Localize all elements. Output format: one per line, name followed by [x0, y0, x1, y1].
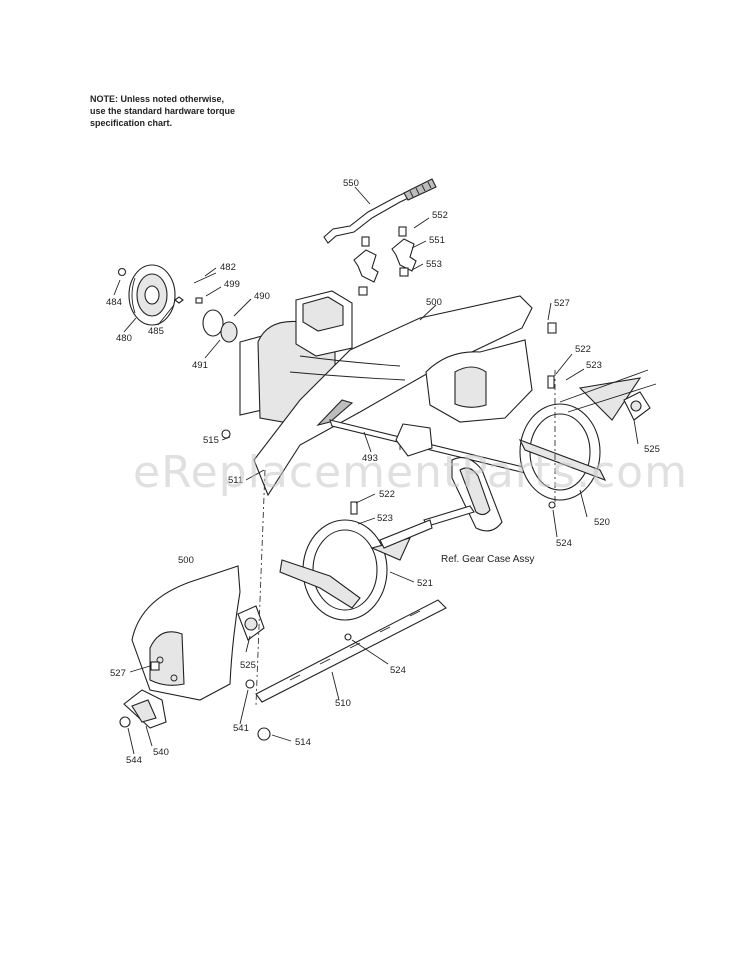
callout-527-top: 527: [554, 298, 570, 309]
washer-499: [195, 297, 203, 304]
callout-522-top: 522: [575, 344, 591, 355]
watermark: eReplacementParts.com: [133, 447, 688, 498]
nut-524-right: [548, 501, 556, 509]
bolt-527-left: [150, 661, 160, 671]
bolt-522-mid: [350, 501, 358, 515]
note-line-3: specification chart.: [90, 118, 173, 128]
shave-plate-510: [255, 599, 447, 703]
callout-525-left: 525: [240, 660, 256, 671]
callout-522-mid: 522: [379, 489, 395, 500]
callout-514: 514: [295, 737, 311, 748]
reference-gear-case-label: Ref. Gear Case Assy: [441, 554, 534, 565]
leader-lines: [113, 186, 639, 755]
callout-500-top: 500: [426, 297, 442, 308]
auger-right-520: [518, 369, 657, 501]
callout-511: 511: [228, 475, 243, 486]
housing-side-500-left: [131, 565, 241, 701]
callout-551: 551: [429, 235, 445, 246]
bolt-484: [117, 267, 127, 277]
nut-544: [119, 716, 131, 728]
callout-484: 484: [106, 297, 122, 308]
callout-491: 491: [192, 360, 208, 371]
auger-left-521: [279, 519, 433, 621]
nut-514: [257, 727, 271, 741]
callout-520: 520: [594, 517, 610, 528]
callout-515: 515: [203, 435, 219, 446]
callout-493: 493: [362, 453, 378, 464]
callout-527-left: 527: [110, 668, 126, 679]
callout-553: 553: [426, 259, 442, 270]
callout-550: 550: [343, 178, 359, 189]
callout-480: 480: [116, 333, 132, 344]
note-line-2: use the standard hardware torque: [90, 106, 236, 116]
skid-540: [123, 689, 167, 729]
nut-524-mid: [344, 633, 352, 641]
bearing-housing-525-left: [237, 605, 265, 641]
key-485: [174, 296, 184, 304]
callout-525-right: 525: [644, 444, 660, 455]
callout-524-right: 524: [556, 538, 572, 549]
bolt-541: [245, 679, 255, 689]
alignment-line-vertical: [255, 469, 266, 706]
callout-485: 485: [148, 326, 164, 337]
bolt-522-top: [547, 375, 555, 389]
note-line-1: NOTE: Unless noted otherwise,: [90, 94, 225, 104]
callout-541: 541: [233, 723, 249, 734]
pulley-480: [128, 264, 176, 326]
callout-labels: 550 552 551 553 482 499 490 484 485 480 …: [106, 178, 660, 766]
chute-bracket-left: [353, 236, 379, 296]
chute-crank-550: [323, 178, 437, 244]
callout-500-left: 500: [178, 555, 194, 566]
chute-bracket-right: [391, 226, 417, 277]
callout-490: 490: [254, 291, 270, 302]
bolt-527-top: [547, 322, 557, 334]
bolt-515: [221, 429, 231, 439]
gear-case-assy: [395, 423, 503, 532]
callout-523-top: 523: [586, 360, 602, 371]
callout-510: 510: [335, 698, 351, 709]
callout-482: 482: [220, 262, 236, 273]
torque-note: NOTE: Unless noted otherwise, use the st…: [90, 93, 235, 129]
callout-540: 540: [153, 747, 169, 758]
callout-552: 552: [432, 210, 448, 221]
pin-482: [193, 272, 217, 284]
callout-499: 499: [224, 279, 240, 290]
bearing-490: [202, 309, 238, 343]
bearing-housing-525-right: [623, 391, 651, 421]
callout-544: 544: [126, 755, 142, 766]
callout-523-mid: 523: [377, 513, 393, 524]
auger-housing-500: [239, 290, 533, 497]
callout-524-mid: 524: [390, 665, 406, 676]
callout-521: 521: [417, 578, 433, 589]
